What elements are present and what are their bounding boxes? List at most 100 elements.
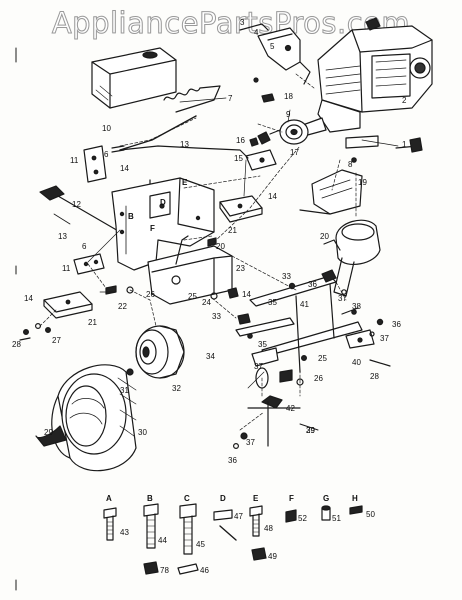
discharge-chute [323, 219, 381, 297]
part-label-14-d: 14 [24, 294, 33, 303]
part-label-37-a: 37 [338, 294, 347, 303]
wheel-hub [126, 325, 185, 379]
part-label-3: 3 [240, 18, 245, 27]
part-label-50: 50 [366, 510, 375, 519]
part-label-38: 38 [352, 302, 361, 311]
throttle-bracket [239, 23, 311, 85]
part-label-47: 47 [234, 512, 243, 521]
part-label-42: 42 [286, 404, 295, 413]
part-label-11-upper: 11 [70, 156, 79, 165]
part-label-18: 18 [284, 92, 293, 101]
part-label-21-right: 21 [228, 226, 237, 235]
part-label-20-left: 20 [216, 242, 225, 251]
legend-letter-e: E [253, 494, 259, 503]
legend-letter-f: F [289, 494, 294, 503]
part-label-22: 22 [118, 302, 127, 311]
part-label-37-b: 37 [380, 334, 389, 343]
hardware-bits [19, 77, 423, 341]
part-label-14-a: 14 [120, 164, 129, 173]
frame-letter-d: D [160, 198, 166, 207]
part-label-48: 48 [264, 524, 273, 533]
plate-21-left [43, 291, 93, 319]
leader-lines [39, 73, 357, 431]
engine-pulley [257, 119, 309, 145]
handle-lever [39, 185, 125, 239]
legend-letter-g: G [323, 494, 330, 503]
wheel-spindle [233, 395, 319, 450]
part-label-10: 10 [102, 124, 111, 133]
part-label-4: 4 [254, 28, 259, 37]
part-label-30: 30 [138, 428, 147, 437]
part-label-23: 23 [236, 264, 245, 273]
part-label-39: 39 [306, 426, 315, 435]
part-label-29-tire: 29 [44, 428, 53, 437]
part-label-2: 2 [402, 96, 407, 105]
part-label-36-b: 36 [392, 320, 401, 329]
part-label-17: 17 [290, 148, 299, 157]
part-label-11-lower: 11 [62, 264, 71, 273]
part-label-35-a: 35 [268, 298, 277, 307]
frame-letter-f: F [150, 224, 155, 233]
part-label-28-left: 28 [12, 340, 21, 349]
part-label-78: 78 [160, 566, 169, 575]
part-label-36-a: 36 [308, 280, 317, 289]
part-label-13-upper: 13 [180, 140, 189, 149]
part-label-5: 5 [270, 42, 275, 51]
part-label-25-a: 25 [188, 292, 197, 301]
main-frame [111, 177, 215, 271]
part-label-51: 51 [332, 514, 341, 523]
part-label-24: 24 [202, 298, 211, 307]
part-label-21-left: 21 [88, 318, 97, 327]
callout-lines [87, 97, 399, 389]
part-label-9: 9 [286, 110, 291, 119]
part-label-37-c: 37 [254, 362, 263, 371]
part-label-28-right: 28 [370, 372, 379, 381]
tire [35, 364, 137, 472]
legend-letter-b: B [147, 494, 153, 503]
bracket-6-left [73, 253, 105, 275]
frame-letter-b: B [128, 212, 134, 221]
belt-guide [299, 169, 363, 215]
part-label-27: 27 [52, 336, 61, 345]
part-label-26-b: 26 [314, 374, 323, 383]
part-label-33-a: 33 [282, 272, 291, 281]
part-label-43: 43 [120, 528, 129, 537]
part-label-6-upper: 6 [104, 150, 109, 159]
part-label-32: 32 [172, 384, 181, 393]
part-label-14-b: 14 [268, 192, 277, 201]
part-label-36-c: 36 [228, 456, 237, 465]
frame-letter-e: E [182, 178, 188, 187]
part-label-14-c: 14 [242, 290, 251, 299]
fuel-tank [91, 47, 177, 109]
part-label-34: 34 [206, 352, 215, 361]
part-label-52: 52 [298, 514, 307, 523]
part-label-46: 46 [200, 566, 209, 575]
part-label-12: 12 [72, 200, 81, 209]
legend-letter-d: D [220, 494, 226, 503]
hardware-legend [103, 503, 363, 575]
part-label-44: 44 [158, 536, 167, 545]
part-label-16: 16 [236, 136, 245, 145]
legend-letter-a: A [106, 494, 112, 503]
part-label-20-right: 20 [320, 232, 329, 241]
part-label-26-a: 26 [146, 290, 155, 299]
engine [299, 17, 433, 149]
plate-21-right [219, 195, 263, 223]
part-label-7: 7 [228, 94, 233, 103]
part-label-19: 19 [358, 178, 367, 187]
part-label-15: 15 [234, 154, 243, 163]
part-label-33-b: 33 [212, 312, 221, 321]
bracket-11 [83, 145, 107, 183]
part-label-31: 31 [120, 386, 129, 395]
legend-letter-h: H [352, 494, 358, 503]
part-label-35-b: 35 [258, 340, 267, 349]
idler-bracket [245, 149, 277, 171]
part-label-37-d: 37 [246, 438, 255, 447]
part-label-29-spindle: 29 [306, 426, 315, 435]
part-label-8: 8 [348, 160, 353, 169]
legend-letter-c: C [184, 494, 190, 503]
part-label-45: 45 [196, 540, 205, 549]
part-label-41: 41 [300, 300, 309, 309]
